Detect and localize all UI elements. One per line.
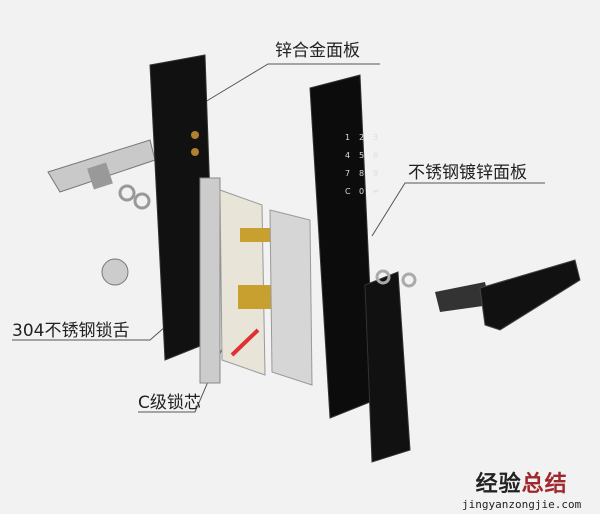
label-steel-panel: 不锈钢镀锌面板 xyxy=(408,163,527,183)
watermark-cn-a: 经验 xyxy=(475,472,522,497)
keypad-key[interactable]: C xyxy=(345,187,351,196)
keypad-key[interactable]: 4 xyxy=(345,151,350,160)
keypad-key[interactable]: 8 xyxy=(359,169,364,178)
keypad-key[interactable]: ↵ xyxy=(373,187,380,196)
keypad-key[interactable]: 5 xyxy=(359,151,364,160)
keypad-key[interactable]: 1 xyxy=(345,133,350,142)
washer xyxy=(375,269,391,285)
watermark: 经验总结 jingyanzongjie.com xyxy=(462,466,581,511)
watermark-cn: 经验总结 xyxy=(462,466,581,498)
keypad-key[interactable]: 7 xyxy=(345,169,350,178)
keypad-key[interactable]: 2 xyxy=(359,133,364,142)
leader-zinc-panel xyxy=(204,63,380,103)
label-latch: 304不锈钢锁舌 xyxy=(12,321,130,341)
watermark-url: jingyanzongjie.com xyxy=(462,498,582,511)
keypad-key[interactable]: 6 xyxy=(373,151,378,160)
mounting-plate xyxy=(269,209,313,386)
label-cylinder: C级锁芯 xyxy=(138,393,201,413)
lock-body xyxy=(199,177,275,384)
watermark-cn-b: 总结 xyxy=(521,472,568,497)
keypad-key[interactable]: 3 xyxy=(373,133,378,142)
keypad-key[interactable]: 0 xyxy=(359,187,364,196)
left-handle xyxy=(47,139,156,286)
leader-steel-panel xyxy=(371,182,545,237)
right-handle xyxy=(435,259,581,331)
label-zinc-panel: 锌合金面板 xyxy=(275,41,360,61)
washer xyxy=(401,272,417,288)
keypad-key[interactable]: 9 xyxy=(373,169,378,178)
battery-cover xyxy=(364,271,411,463)
